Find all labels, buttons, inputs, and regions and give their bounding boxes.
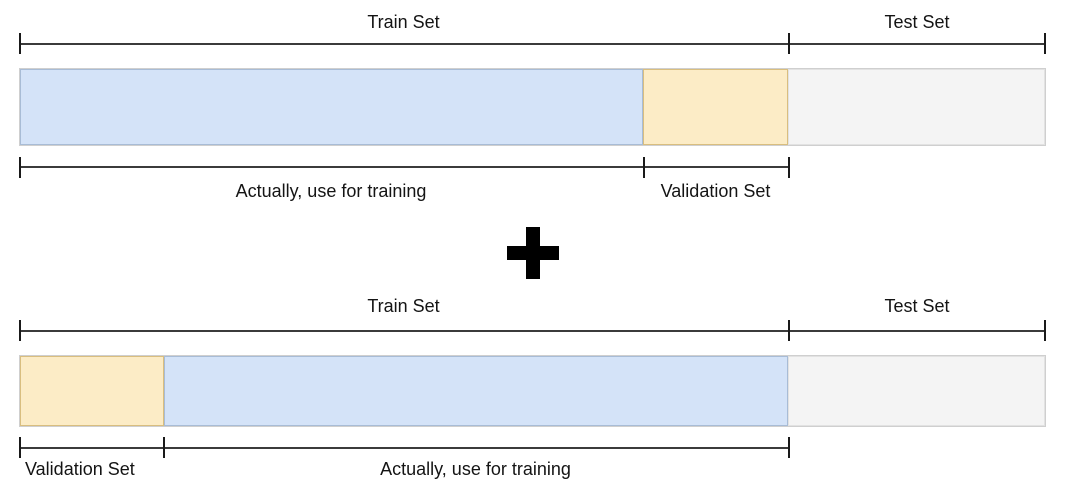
- top-bracket-label-train-set: Train Set: [367, 296, 440, 316]
- plus-operator-icon: [507, 227, 559, 279]
- bottom-bracket-label-actually-use-for-training: Actually, use for training: [380, 459, 571, 479]
- bottom-bracket-tick-validation-set-end: [788, 157, 790, 178]
- bar-segment-training: [20, 69, 643, 145]
- bottom-bracket-tick-actually-use-for-training-start: [163, 437, 165, 458]
- bottom-bracket-tick-actually-use-for-training-start: [19, 157, 21, 178]
- top-bracket-line-train-set: [19, 330, 788, 332]
- top-bracket-tick-test-set-end: [1044, 33, 1046, 54]
- top-bracket-tick-train-set-start: [19, 33, 21, 54]
- bottom-bracket-label-validation-set: Validation Set: [660, 181, 771, 201]
- bottom-bracket-tick-validation-set-start: [643, 157, 645, 178]
- bar-segment-test: [787, 69, 1045, 145]
- top-bracket-tick-train-set-start: [19, 320, 21, 341]
- bar-segment-validation: [20, 356, 164, 426]
- bottom-bracket-label-actually-use-for-training: Actually, use for training: [235, 181, 427, 201]
- top-bracket-label-train-set: Train Set: [367, 12, 440, 32]
- top-bracket-label-test-set: Test Set: [884, 12, 950, 32]
- top-bracket-label-test-set: Test Set: [884, 296, 950, 316]
- bar-segment-test: [787, 356, 1045, 426]
- bottom-bracket-line-validation-set: [643, 166, 788, 168]
- top-bracket-tick-test-set-end: [1044, 320, 1046, 341]
- bottom-bracket-tick-validation-set-start: [19, 437, 21, 458]
- top-bracket-line-test-set: [788, 330, 1046, 332]
- bottom-bracket-line-actually-use-for-training: [19, 166, 643, 168]
- top-bracket-line-test-set: [788, 43, 1046, 45]
- top-bracket-line-train-set: [19, 43, 788, 45]
- dataset-bar-fold-1: [19, 68, 1046, 146]
- bar-segment-validation: [642, 69, 788, 145]
- bottom-bracket-label-validation-set: Validation Set: [25, 459, 135, 479]
- bar-segment-training: [163, 356, 788, 426]
- dataset-bar-fold-2: [19, 355, 1046, 427]
- bottom-bracket-tick-actually-use-for-training-end: [788, 437, 790, 458]
- top-bracket-tick-test-set-start: [788, 320, 790, 341]
- bottom-bracket-line-actually-use-for-training: [163, 447, 788, 449]
- top-bracket-tick-test-set-start: [788, 33, 790, 54]
- plus-vertical-stroke: [526, 227, 540, 279]
- bottom-bracket-line-validation-set: [19, 447, 163, 449]
